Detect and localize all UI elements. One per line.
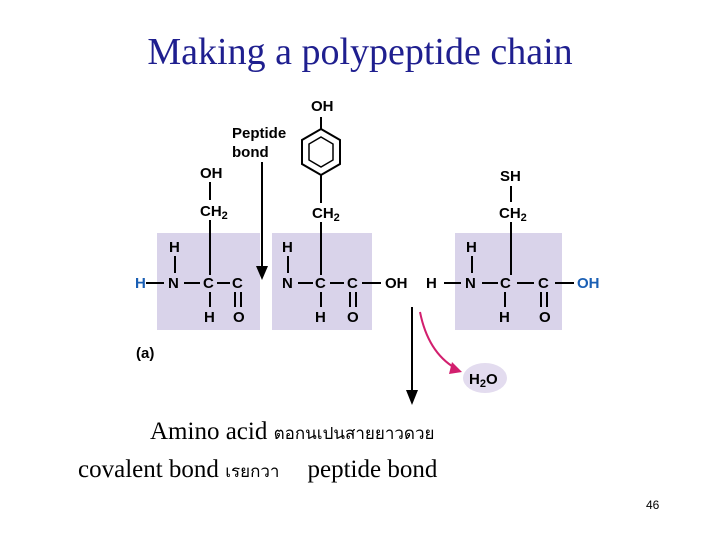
h-label-3a: H xyxy=(466,239,477,256)
c-label-2a: C xyxy=(315,275,326,292)
phenol-oh-label: OH xyxy=(311,98,334,115)
h-label-2b: H xyxy=(315,309,326,326)
c-label-1a: C xyxy=(203,275,214,292)
n-label-1: N xyxy=(168,275,179,292)
caption-line-2: covalent bond เรยกวา peptide bond xyxy=(78,456,437,485)
water-label: H2O xyxy=(469,371,498,390)
h-label-3b: H xyxy=(499,309,510,326)
carboxyl-oh-label-3: OH xyxy=(577,275,600,292)
c-label-1b: C xyxy=(232,275,243,292)
backbone-bonds xyxy=(146,256,574,307)
h-label-1a: H xyxy=(169,239,180,256)
page-number: 46 xyxy=(646,498,660,512)
caption-peptide-bond: peptide bond xyxy=(307,456,438,483)
water-release-arrow xyxy=(406,307,462,405)
ch2-label-3: CH2 xyxy=(499,205,527,224)
n-label-2: N xyxy=(282,275,293,292)
c-label-3b: C xyxy=(538,275,549,292)
h-label-1b: H xyxy=(204,309,215,326)
cysteine-sh-label: SH xyxy=(500,168,521,185)
side-chain-bonds xyxy=(209,182,512,275)
c-label-2b: C xyxy=(347,275,358,292)
water-bubble xyxy=(463,363,507,393)
free-h-label: H xyxy=(135,275,146,292)
caption-thai-2: เรยกวา xyxy=(225,462,280,482)
serine-oh-label: OH xyxy=(200,165,223,182)
caption-thai-1: ตอกนเปนสายยาวดวย xyxy=(273,424,435,444)
carboxyl-oh-label-2: OH xyxy=(385,275,408,292)
caption-amino-acid: Amino acid xyxy=(150,418,274,445)
amino-acid-box-3 xyxy=(455,233,562,330)
bond-label: bond xyxy=(232,144,269,161)
o-label-1: O xyxy=(233,309,245,326)
caption-line-1: Amino acid ตอกนเปนสายยาวดวย xyxy=(150,418,434,447)
c-label-3a: C xyxy=(500,275,511,292)
n-label-3: N xyxy=(465,275,476,292)
o-label-3: O xyxy=(539,309,551,326)
amine-h-label-3: H xyxy=(426,275,437,292)
ch2-label-2: CH2 xyxy=(312,205,340,224)
ch2-label-1: CH2 xyxy=(200,203,228,222)
caption-covalent-bond: covalent bond xyxy=(78,456,226,483)
h-label-2a: H xyxy=(282,239,293,256)
peptide-bond-arrow xyxy=(256,162,268,280)
amino-acid-box-1 xyxy=(157,233,260,330)
o-label-2: O xyxy=(347,309,359,326)
peptide-bond-diagram: OH Peptide bond OH SH CH2 CH2 CH2 H H N … xyxy=(135,98,600,405)
page-title: Making a polypeptide chain xyxy=(147,31,573,73)
peptide-label: Peptide xyxy=(232,125,286,142)
benzene-ring xyxy=(301,117,341,203)
panel-label: (a) xyxy=(136,345,154,362)
